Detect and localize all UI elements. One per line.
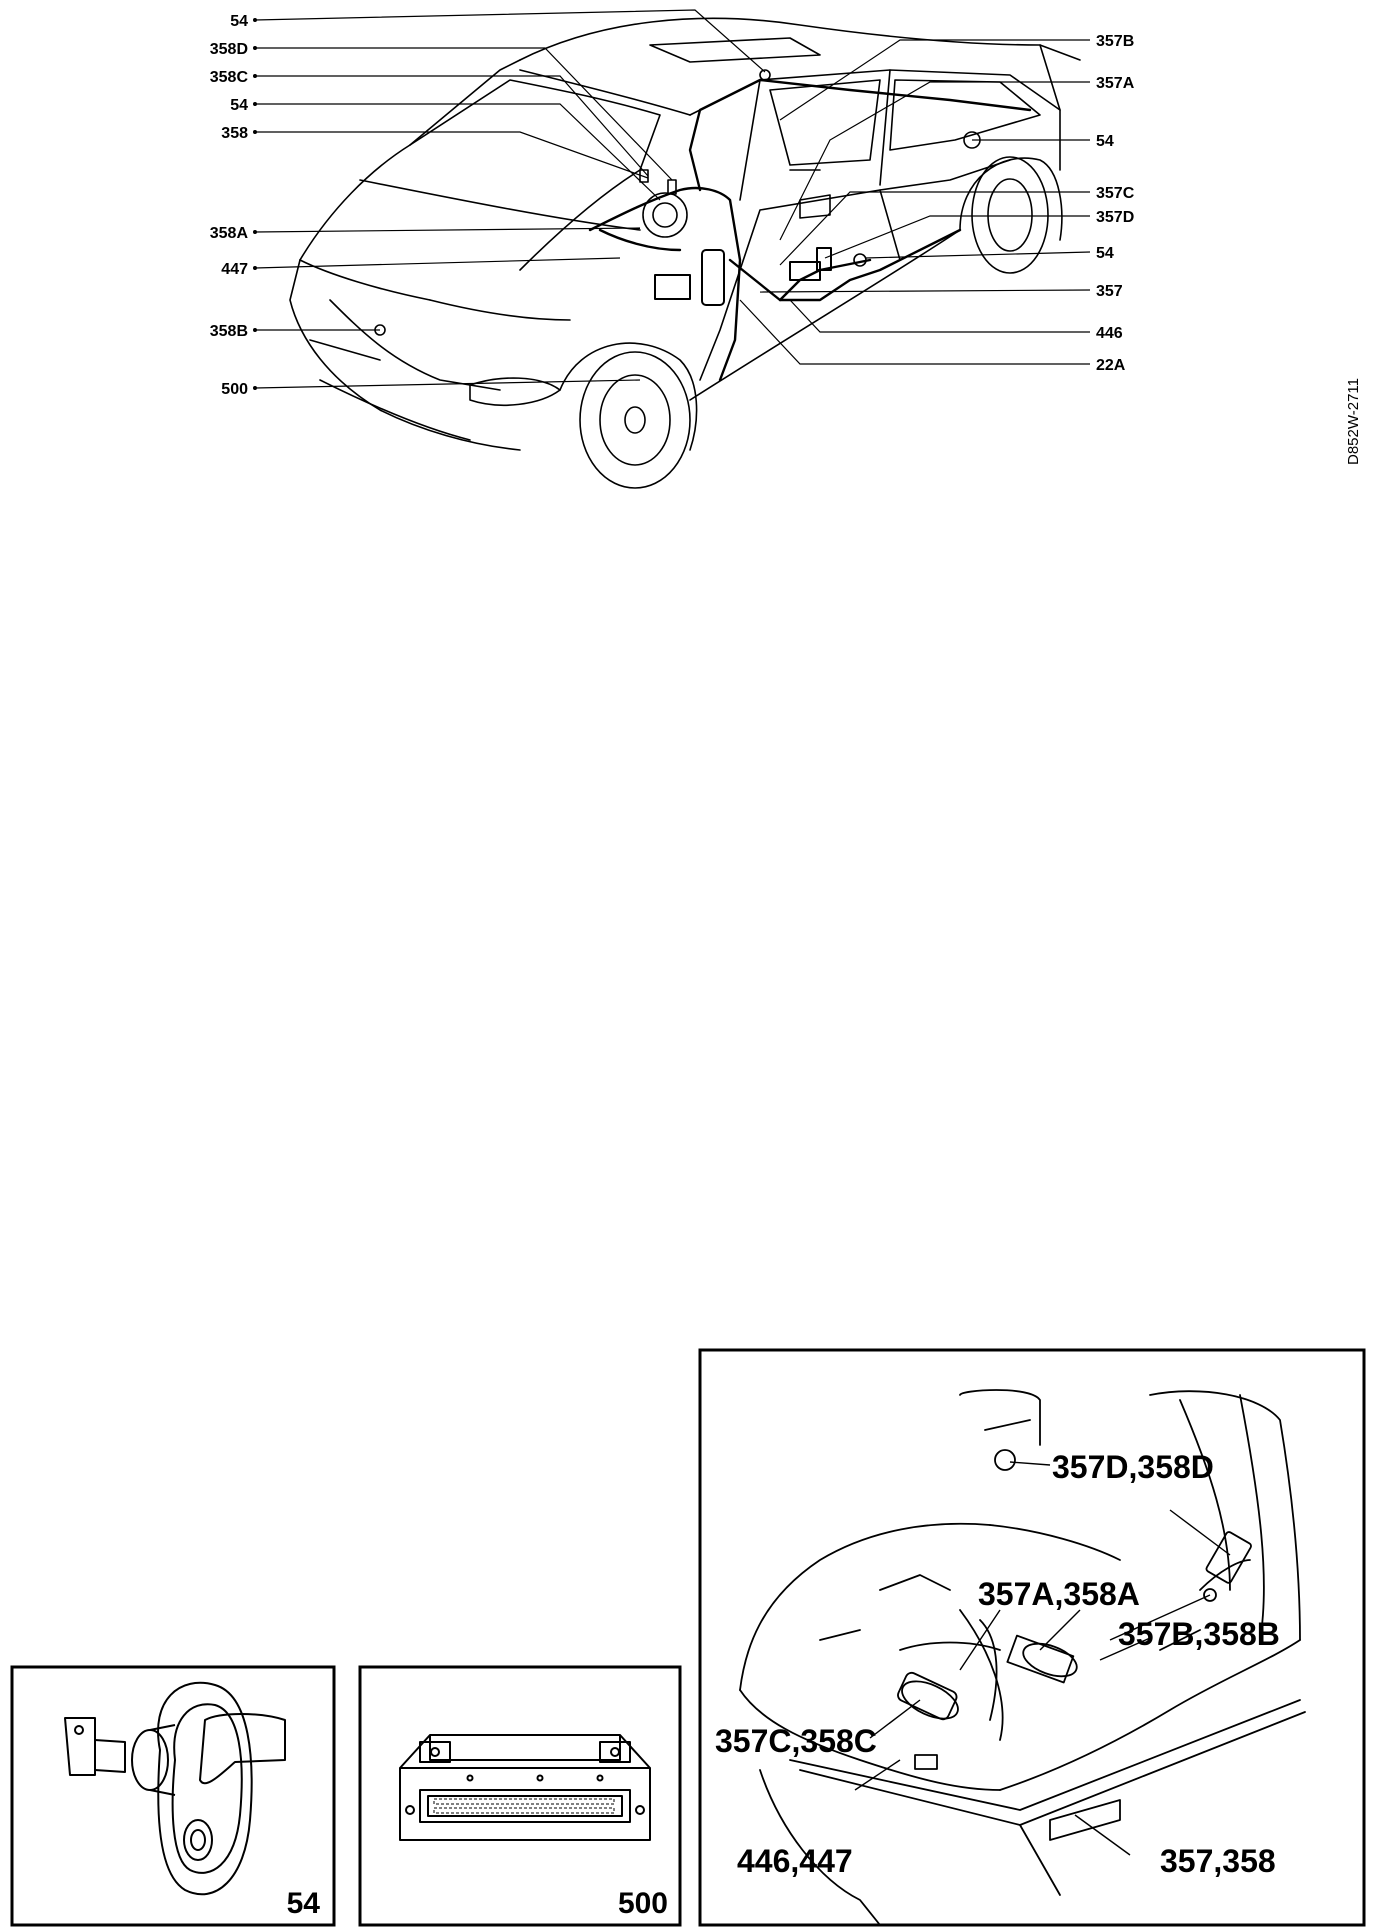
label-358b: 358B xyxy=(210,323,248,340)
seat-label-357c-358c: 357C,358C xyxy=(715,1723,877,1759)
inset-module: 500 xyxy=(358,1665,682,1927)
label-358c: 358C xyxy=(210,69,249,86)
label-357b: 357B xyxy=(1096,33,1134,50)
car-drawing xyxy=(289,17,1081,489)
inset-switch-frame xyxy=(10,1665,336,1927)
car-leader-lines-right xyxy=(739,39,1091,365)
inset-switch-number: 54 xyxy=(287,1887,321,1920)
door-switch-drawing xyxy=(64,1681,286,1896)
seat-leader-lines xyxy=(854,1461,1231,1856)
module-connector-pins xyxy=(433,1798,615,1814)
drawing-code: D852W-2711 xyxy=(1345,378,1362,465)
label-54-top: 54 xyxy=(230,13,248,30)
car-labels-right: 357B 357A 54 357C 357D 54 357 446 22A xyxy=(1096,33,1135,374)
control-module-drawing xyxy=(399,1734,651,1841)
inset-seat: 357D,358D 357A,358A 357B,358B 357C,358C … xyxy=(698,1348,1366,1927)
label-358a: 358A xyxy=(210,225,249,242)
label-54-second: 54 xyxy=(230,97,248,114)
label-22a: 22A xyxy=(1096,357,1126,374)
seat-label-357d-358d: 357D,358D xyxy=(1052,1449,1214,1485)
car-leader-lines-left xyxy=(254,9,766,389)
leader-dots xyxy=(253,18,257,390)
inset-switch: 54 xyxy=(10,1665,336,1927)
label-446: 446 xyxy=(1096,325,1123,342)
label-358d: 358D xyxy=(210,41,248,58)
seat-label-357a-358a: 357A,358A xyxy=(978,1576,1140,1612)
seat-drawing xyxy=(739,1389,1306,1926)
label-358: 358 xyxy=(221,125,248,142)
label-54-right-bottom: 54 xyxy=(1096,245,1114,262)
label-357: 357 xyxy=(1096,283,1123,300)
inset-module-number: 500 xyxy=(618,1887,668,1920)
seat-label-357-358: 357,358 xyxy=(1160,1843,1276,1879)
label-357a: 357A xyxy=(1096,75,1135,92)
inset-module-frame xyxy=(358,1665,682,1927)
label-500: 500 xyxy=(221,381,248,398)
seat-label-357b-358b: 357B,358B xyxy=(1118,1616,1280,1652)
label-447: 447 xyxy=(221,261,248,278)
label-357d: 357D xyxy=(1096,209,1134,226)
seat-label-446-447: 446,447 xyxy=(737,1843,853,1879)
car-labels-left: 54 358D 358C 54 358 358A 447 358B 500 xyxy=(210,13,249,398)
inset-seat-frame xyxy=(698,1348,1366,1927)
label-54-right-top: 54 xyxy=(1096,133,1114,150)
label-357c: 357C xyxy=(1096,185,1135,202)
